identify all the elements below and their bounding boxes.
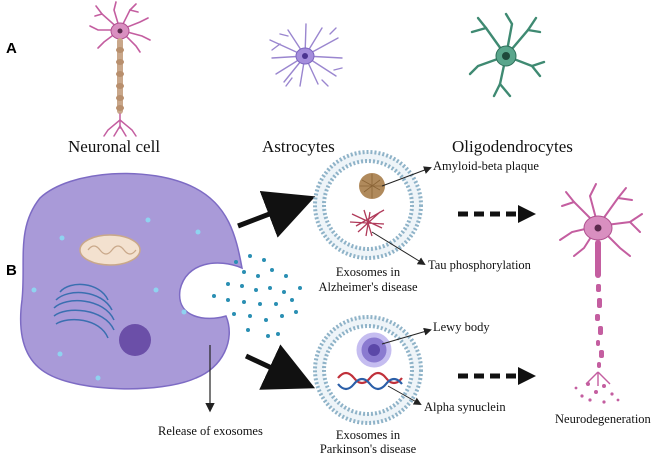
lewy-body-label: Lewy body (433, 320, 490, 334)
lewy-pointer (381, 327, 432, 345)
alzheimers-caption-line2: Alzheimer's disease (318, 280, 418, 294)
alpha-synuclein-label: Alpha synuclein (424, 400, 506, 414)
parkinsons-caption-line2: Parkinson's disease (319, 442, 417, 456)
dashed-arrow-top (458, 205, 536, 223)
tau-pointer (371, 231, 426, 266)
alpha-pointer (387, 385, 422, 405)
alzheimers-caption-line1: Exosomes in (335, 265, 401, 279)
dashed-arrow-bottom (458, 367, 536, 385)
arrow-to-parkinsons (244, 344, 316, 390)
panel-label-a: A (6, 40, 17, 57)
parkinsons-caption-line1: Exosomes in (335, 428, 401, 442)
golgi-apparatus (53, 283, 115, 339)
amyloid-label: Amyloid-beta plaque (433, 159, 539, 173)
neuron-illustration (89, 1, 151, 137)
amyloid-pointer (381, 166, 432, 187)
oligodendrocytes-label: Oligodendrocytes (452, 137, 573, 156)
oligodendrocyte-nucleus (502, 52, 510, 60)
astrocyte-nucleus (302, 53, 308, 59)
alzheimers-exosome (313, 150, 423, 260)
release-of-exosomes-label: Release of exosomes (158, 424, 263, 438)
arrow-to-alzheimers (237, 190, 316, 238)
neurodegeneration-label: Neurodegeneration (555, 412, 651, 426)
intracellular-vesicles (31, 217, 201, 381)
secreting-cell (19, 172, 243, 390)
released-exosomes (212, 254, 302, 338)
alpha-synuclein-strands (337, 371, 403, 391)
astrocytes-label: Astrocytes (262, 137, 335, 156)
tau-label: Tau phosphorylation (428, 258, 531, 272)
degenerating-neuron (559, 183, 643, 404)
panel-label-b: B (6, 262, 17, 279)
parkinsons-exosome (313, 315, 423, 425)
nucleus (119, 324, 151, 356)
tau-tangles (349, 209, 385, 237)
mitochondrion (79, 234, 141, 266)
neuronal-cell-label: Neuronal cell (68, 137, 161, 156)
